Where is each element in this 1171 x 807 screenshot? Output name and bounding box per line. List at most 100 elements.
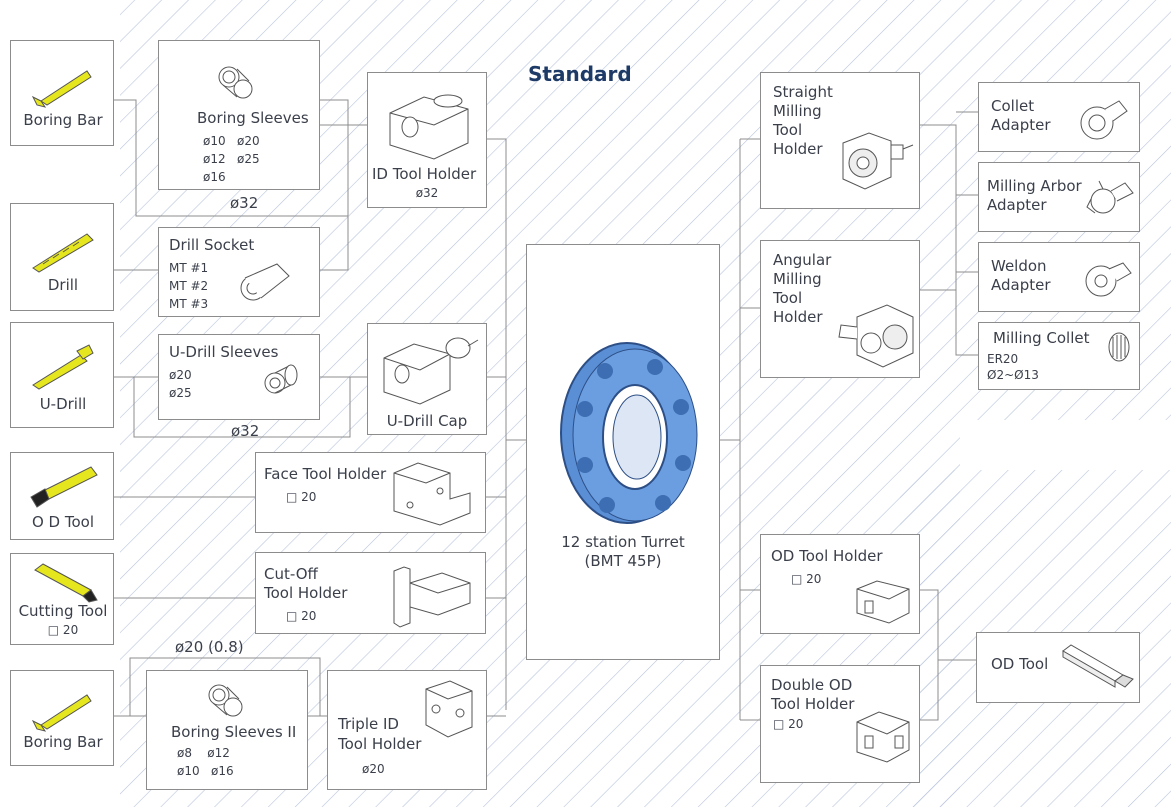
boring-sleeves-sizes-3: ø16 — [203, 170, 226, 184]
boring-bar-box-2: Boring Bar — [10, 670, 114, 766]
od-tool-right-box: OD Tool — [976, 632, 1140, 703]
drill-socket-mt2: MT #2 — [169, 279, 209, 293]
straight-milling-line4: Holder — [773, 140, 823, 158]
boring-sleeves-sizes-2: ø12 ø25 — [203, 152, 260, 166]
cutting-tool-icon — [34, 563, 98, 603]
drill-label: Drill — [47, 276, 79, 294]
u-drill-sleeves-box: U-Drill Sleeves ø20 ø25 — [158, 334, 320, 420]
drill-socket-icon — [240, 263, 290, 301]
sleeve-icon — [218, 66, 253, 99]
collet-adapter-box: Collet Adapter — [978, 82, 1140, 152]
turret-box: 12 station Turret (BMT 45P) — [526, 244, 720, 660]
double-od-holder-icon — [856, 711, 910, 763]
od-tool-right-icon — [1062, 644, 1134, 688]
angular-milling-box: Angular Milling Tool Holder — [760, 240, 920, 378]
weldon-adapter-box: Weldon Adapter — [978, 242, 1140, 312]
boring-sleeves-box: Boring Sleeves ø10 ø20 ø12 ø25 ø16 — [158, 40, 320, 190]
id-tool-holder-icon — [389, 94, 469, 160]
face-tool-holder-size: □ 20 — [286, 490, 317, 504]
drill-socket-mt3: MT #3 — [169, 297, 209, 311]
weldon-adapter-icon — [1085, 262, 1132, 297]
double-od-holder-line2: Tool Holder — [771, 695, 855, 713]
sleeve-icon — [264, 364, 298, 394]
od-tool-holder-icon — [856, 580, 910, 624]
boring-sleeves-sizes-1: ø10 ø20 — [203, 134, 260, 148]
drill-socket-label: Drill Socket — [169, 236, 255, 254]
collet-adapter-line2: Adapter — [991, 116, 1051, 134]
double-od-holder-line1: Double OD — [771, 676, 853, 694]
id-tool-holder-size: ø32 — [415, 186, 439, 200]
boring-bar-label: Boring Bar — [23, 111, 103, 129]
boring-sleeves-below-size: ø32 — [230, 194, 259, 212]
milling-collet-sub2: Ø2~Ø13 — [987, 368, 1039, 382]
drill-icon — [32, 233, 94, 273]
sleeve-icon — [208, 684, 243, 717]
angular-milling-line4: Holder — [773, 308, 823, 326]
cut-off-holder-line2: Tool Holder — [264, 584, 348, 602]
face-tool-holder-label: Face Tool Holder — [264, 465, 387, 483]
triple-id-holder-icon — [425, 680, 473, 738]
turret-line1: 12 station Turret — [561, 533, 685, 551]
milling-collet-box: Milling Collet ER20 Ø2~Ø13 — [978, 322, 1140, 390]
id-tool-holder-label: ID Tool Holder — [372, 165, 477, 183]
boring-sleeves-2-label: Boring Sleeves II — [171, 723, 297, 741]
straight-milling-line1: Straight — [773, 83, 833, 101]
cut-off-holder-size: □ 20 — [286, 609, 317, 623]
boring-sleeves-2-above: ø20 (0.8) — [175, 638, 244, 656]
weldon-adapter-line1: Weldon — [991, 257, 1047, 275]
face-tool-holder-box: Face Tool Holder □ 20 — [255, 452, 486, 533]
u-drill-label: U-Drill — [39, 395, 87, 413]
collet-adapter-icon — [1080, 100, 1128, 140]
angular-milling-line1: Angular — [773, 251, 832, 269]
milling-arbor-line1: Milling Arbor — [987, 177, 1082, 195]
milling-arbor-icon — [1086, 180, 1134, 214]
triple-id-holder-line2: Tool Holder — [338, 735, 422, 753]
cutting-tool-box: Cutting Tool □ 20 — [10, 553, 114, 645]
straight-milling-icon — [842, 132, 914, 190]
boring-bar-icon — [31, 694, 92, 732]
u-drill-sleeves-size-1: ø20 — [169, 368, 192, 382]
straight-milling-line2: Milling — [773, 102, 822, 120]
drill-socket-box: Drill Socket MT #1 MT #2 MT #3 — [158, 227, 320, 317]
cut-off-holder-icon — [393, 566, 471, 628]
triple-id-holder-box: Triple ID Tool Holder ø20 — [327, 670, 487, 790]
u-drill-icon — [32, 344, 94, 390]
angular-milling-icon — [838, 304, 914, 368]
boring-bar-icon — [31, 70, 92, 108]
double-od-holder-size: □ 20 — [773, 717, 804, 731]
angular-milling-line3: Tool — [773, 289, 803, 307]
od-tool-right-label: OD Tool — [991, 655, 1049, 673]
cut-off-holder-box: Cut-Off Tool Holder □ 20 — [255, 552, 486, 634]
milling-collet-label: Milling Collet — [993, 329, 1090, 347]
boring-sleeves-2-row2: ø10 ø16 — [177, 764, 234, 778]
od-tool-box: O D Tool — [10, 452, 114, 540]
od-tool-icon — [30, 466, 98, 508]
weldon-adapter-line2: Adapter — [991, 276, 1051, 294]
page-title: Standard — [528, 62, 632, 86]
u-drill-box: U-Drill — [10, 322, 114, 428]
boring-bar-label-2: Boring Bar — [23, 733, 103, 751]
u-drill-cap-box: U-Drill Cap — [367, 323, 487, 435]
milling-arbor-box: Milling Arbor Adapter — [978, 162, 1140, 232]
double-od-holder-box: Double OD Tool Holder □ 20 — [760, 665, 920, 783]
u-drill-sleeves-below-size: ø32 — [231, 422, 260, 440]
drill-socket-mt1: MT #1 — [169, 261, 209, 275]
id-tool-holder-box: ID Tool Holder ø32 — [367, 72, 487, 208]
od-tool-holder-label: OD Tool Holder — [771, 547, 883, 565]
milling-collet-sub1: ER20 — [987, 352, 1019, 366]
face-tool-holder-icon — [393, 462, 471, 526]
milling-collet-icon — [1108, 332, 1130, 362]
u-drill-sleeves-label: U-Drill Sleeves — [169, 343, 279, 361]
triple-id-holder-size: ø20 — [362, 762, 385, 776]
od-tool-label: O D Tool — [31, 513, 95, 531]
od-tool-holder-box: OD Tool Holder □ 20 — [760, 534, 920, 634]
u-drill-sleeves-size-2: ø25 — [169, 386, 192, 400]
drill-box: Drill — [10, 203, 114, 311]
boring-sleeves-2-row1: ø8 ø12 — [177, 746, 230, 760]
cut-off-holder-line1: Cut-Off — [264, 565, 318, 583]
u-drill-cap-icon — [383, 337, 479, 405]
straight-milling-box: Straight Milling Tool Holder — [760, 72, 920, 209]
turret-icon — [560, 342, 698, 524]
turret-line2: (BMT 45P) — [584, 552, 662, 570]
